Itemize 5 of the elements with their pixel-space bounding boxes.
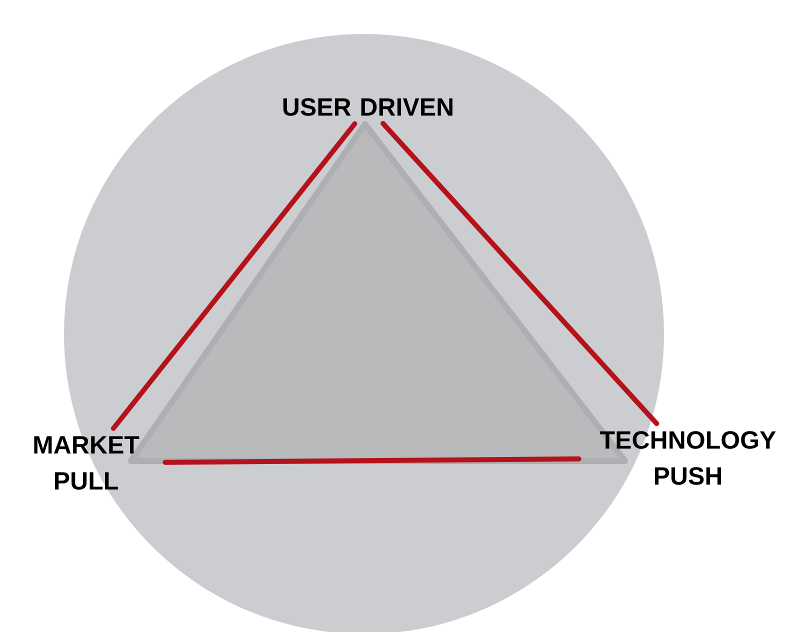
node-label: USER DRIVEN — [283, 98, 452, 116]
connector-line — [110, 121, 358, 431]
node-label: TECHNOLOGY PUSH — [600, 431, 776, 485]
node-label: MARKET PULL — [34, 436, 140, 490]
connector-line — [162, 456, 582, 465]
